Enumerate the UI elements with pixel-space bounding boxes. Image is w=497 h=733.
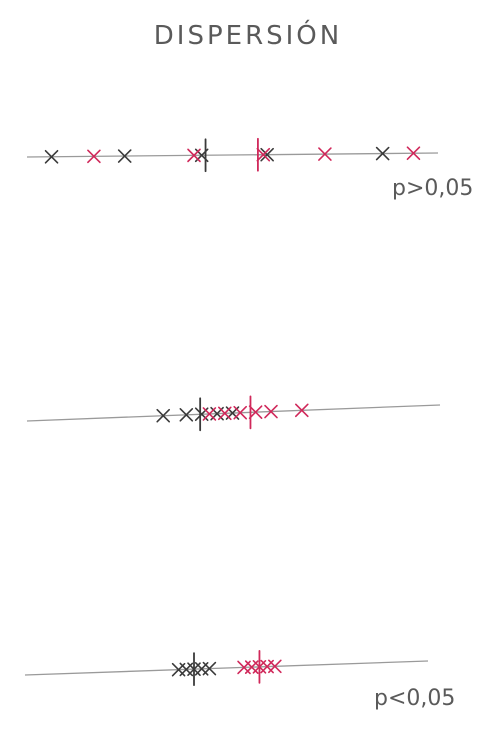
mark-group-b-4	[248, 405, 263, 419]
mark-group-a-1	[44, 149, 59, 164]
mark-group-b-1	[202, 407, 217, 421]
panel-nonsignificant: p>0,05	[26, 137, 473, 201]
axis-line-3	[24, 660, 429, 676]
panel-significant: p<0,05	[24, 649, 455, 711]
mark-group-b-4	[318, 147, 332, 161]
panel-intermediate	[26, 395, 441, 432]
mark-group-b-3	[256, 147, 271, 162]
mark-group-b-1	[87, 149, 101, 164]
p-value-label-1: p>0,05	[392, 176, 473, 201]
mark-group-b-2	[218, 406, 232, 421]
mark-group-b-3	[233, 405, 247, 420]
mark-group-a-5	[375, 146, 390, 161]
mark-group-a-1	[156, 408, 170, 423]
title: DISPERSIÓN	[154, 19, 342, 51]
marks-2	[156, 395, 309, 432]
mark-group-b-5	[268, 659, 282, 674]
axis-line-1	[26, 152, 439, 158]
marks-1	[44, 137, 421, 173]
marks-3	[171, 649, 282, 687]
mark-group-b-5	[264, 404, 278, 419]
mark-group-a-2	[179, 408, 194, 422]
mark-group-b-2	[187, 148, 201, 163]
mark-group-a-4	[260, 147, 274, 162]
mark-group-b-5	[406, 146, 421, 161]
p-value-label-2: p<0,05	[374, 686, 455, 711]
mark-group-a-2	[117, 149, 132, 163]
mark-group-a-5	[202, 661, 217, 676]
mark-group-b-6	[294, 403, 309, 418]
